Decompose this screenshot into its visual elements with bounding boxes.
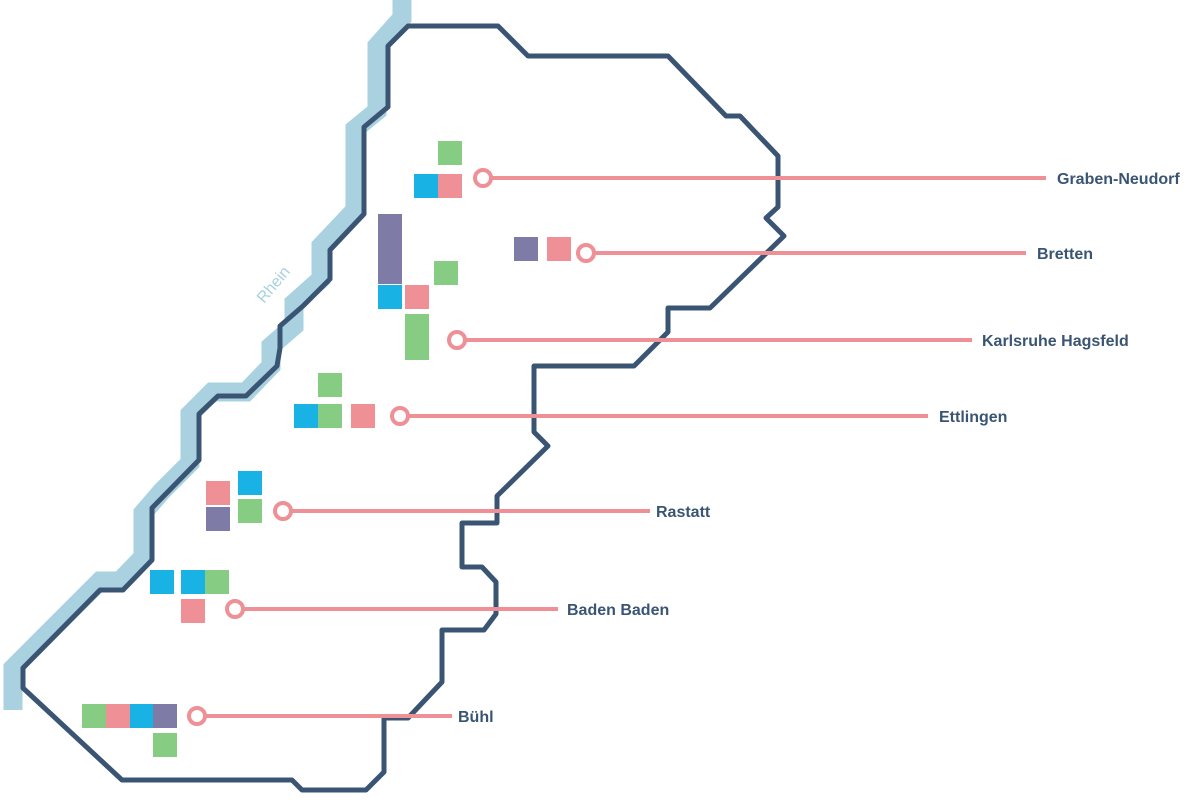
marker-square xyxy=(351,404,375,428)
marker-square xyxy=(206,481,230,505)
marker-square xyxy=(130,704,154,728)
marker-square xyxy=(438,174,462,198)
marker-square xyxy=(438,141,462,165)
marker-square xyxy=(238,471,262,495)
station-bretten[interactable]: Bretten xyxy=(576,243,1093,263)
station-label-karlsruhe-hagsfeld[interactable]: Karlsruhe Hagsfeld xyxy=(982,333,1129,350)
station-circle[interactable] xyxy=(390,406,410,426)
marker-square xyxy=(205,570,229,594)
station-circle[interactable] xyxy=(473,168,493,188)
station-label-bretten[interactable]: Bretten xyxy=(1037,246,1093,263)
marker-square xyxy=(181,599,205,623)
station-circle[interactable] xyxy=(447,330,467,350)
station-graben-neudorf[interactable]: Graben-Neudorf xyxy=(473,168,1180,188)
station-circle[interactable] xyxy=(576,243,596,263)
station-baden-baden[interactable]: Baden Baden xyxy=(225,599,669,619)
station-label-ettlingen[interactable]: Ettlingen xyxy=(939,409,1007,426)
marker-square xyxy=(181,570,205,594)
station-buehl[interactable]: Bühl xyxy=(187,706,494,726)
station-label-rastatt[interactable]: Rastatt xyxy=(656,504,711,521)
marker-square xyxy=(378,285,402,309)
station-karlsruhe-hagsfeld[interactable]: Karlsruhe Hagsfeld xyxy=(447,330,1129,350)
station-ettlingen[interactable]: Ettlingen xyxy=(390,406,1007,426)
marker-square xyxy=(206,507,230,531)
marker-square xyxy=(82,704,106,728)
station-circle[interactable] xyxy=(225,599,245,619)
marker-square xyxy=(405,314,429,360)
marker-square xyxy=(318,373,342,397)
marker-square xyxy=(514,237,538,261)
marker-square xyxy=(405,285,429,309)
marker-square xyxy=(153,733,177,757)
station-circle[interactable] xyxy=(187,706,207,726)
marker-square xyxy=(547,237,571,261)
station-label-graben-neudorf[interactable]: Graben-Neudorf xyxy=(1057,171,1180,188)
marker-square xyxy=(434,261,458,285)
station-label-baden-baden[interactable]: Baden Baden xyxy=(567,602,669,619)
marker-square xyxy=(378,214,402,284)
marker-square xyxy=(153,704,177,728)
marker-square xyxy=(294,404,318,428)
marker-square xyxy=(238,499,262,523)
marker-square xyxy=(106,704,130,728)
station-rastatt[interactable]: Rastatt xyxy=(273,501,711,521)
station-markers xyxy=(82,141,571,757)
station-callouts: Graben-Neudorf Bretten Karlsruhe Hagsfel… xyxy=(187,168,1180,726)
rhine-river xyxy=(3,0,412,710)
marker-square xyxy=(150,570,174,594)
station-label-buehl[interactable]: Bühl xyxy=(458,709,494,726)
station-circle[interactable] xyxy=(273,501,293,521)
marker-square xyxy=(414,174,438,198)
marker-square xyxy=(318,404,342,428)
